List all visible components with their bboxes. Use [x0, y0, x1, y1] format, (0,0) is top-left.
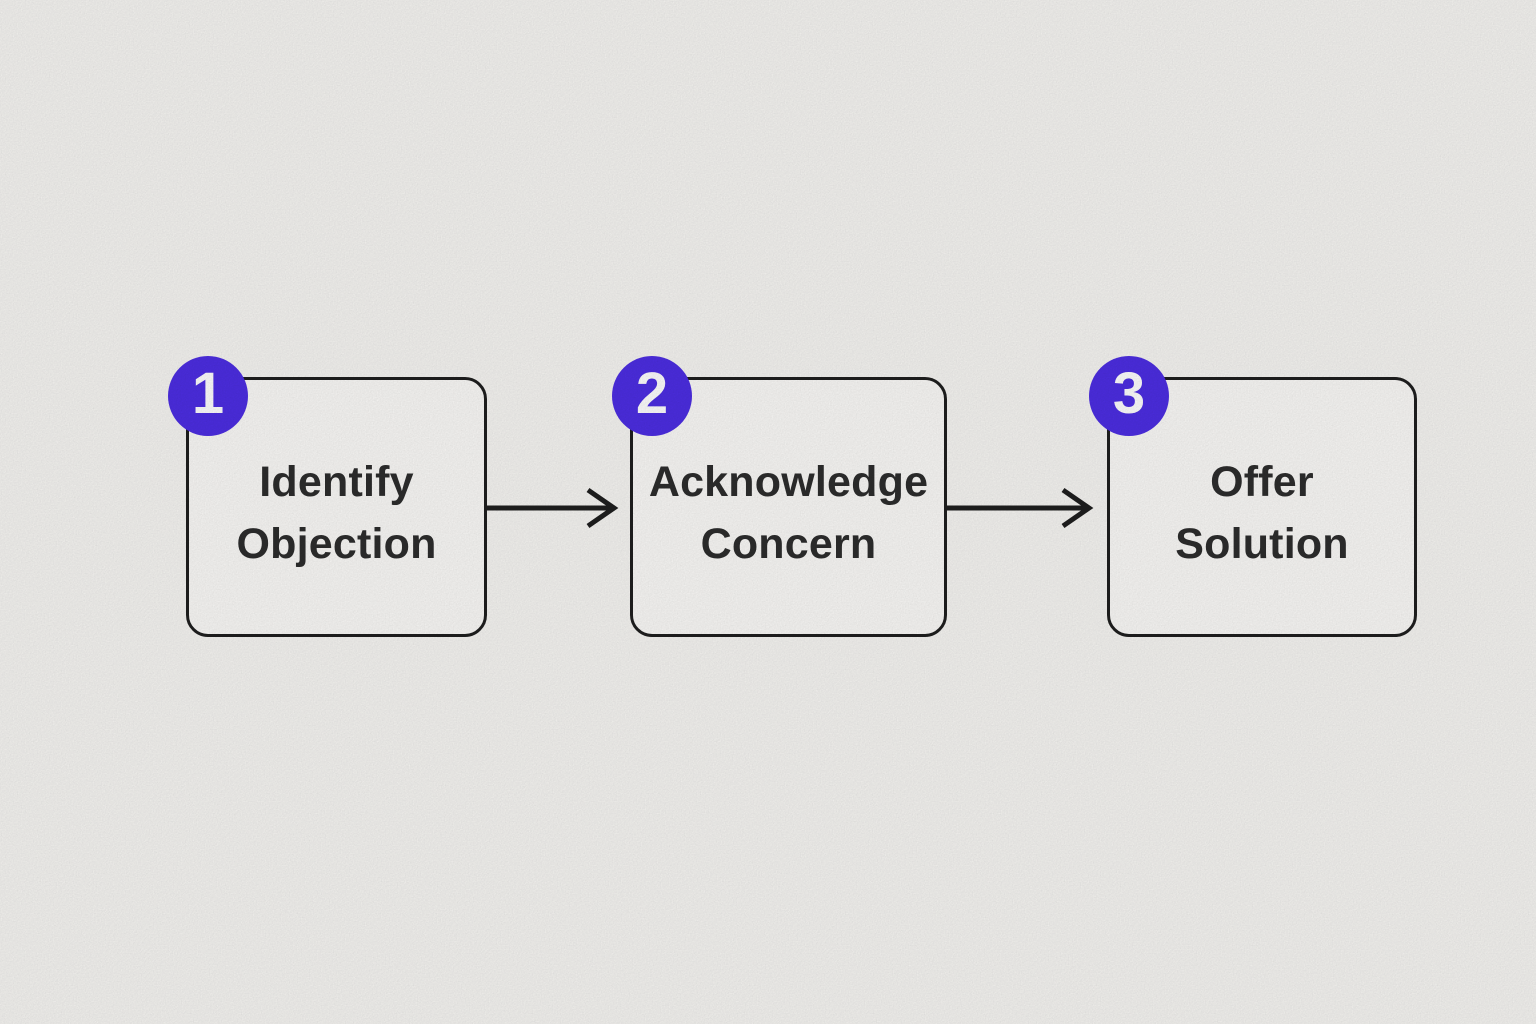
step-box-acknowledge-concern: 2 Acknowledge Concern: [612, 356, 947, 637]
step-number-badge: 3: [1089, 356, 1169, 436]
step-label: Acknowledge Concern: [649, 439, 928, 575]
step-label-line2: Concern: [700, 520, 877, 568]
step-number: 3: [1112, 361, 1146, 426]
step-label-line1: Identify: [259, 458, 414, 506]
arrow-right-icon: [945, 487, 1094, 529]
step-label-line1: Offer: [1210, 458, 1314, 506]
step-label: Identify Objection: [236, 439, 436, 575]
step-number-badge: 1: [168, 356, 248, 436]
step-label-line2: Solution: [1175, 520, 1349, 568]
step-number: 1: [191, 361, 225, 426]
step-number-badge: 2: [612, 356, 692, 436]
step-label-line1: Acknowledge: [648, 458, 929, 506]
step-label-line2: Objection: [236, 520, 437, 568]
step-label: Offer Solution: [1175, 439, 1349, 575]
arrow-right-icon: [485, 487, 619, 529]
step-box-identify-objection: 1 Identify Objection: [168, 356, 487, 637]
step-box-offer-solution: 3 Offer Solution: [1089, 356, 1417, 637]
step-number: 2: [635, 361, 669, 426]
